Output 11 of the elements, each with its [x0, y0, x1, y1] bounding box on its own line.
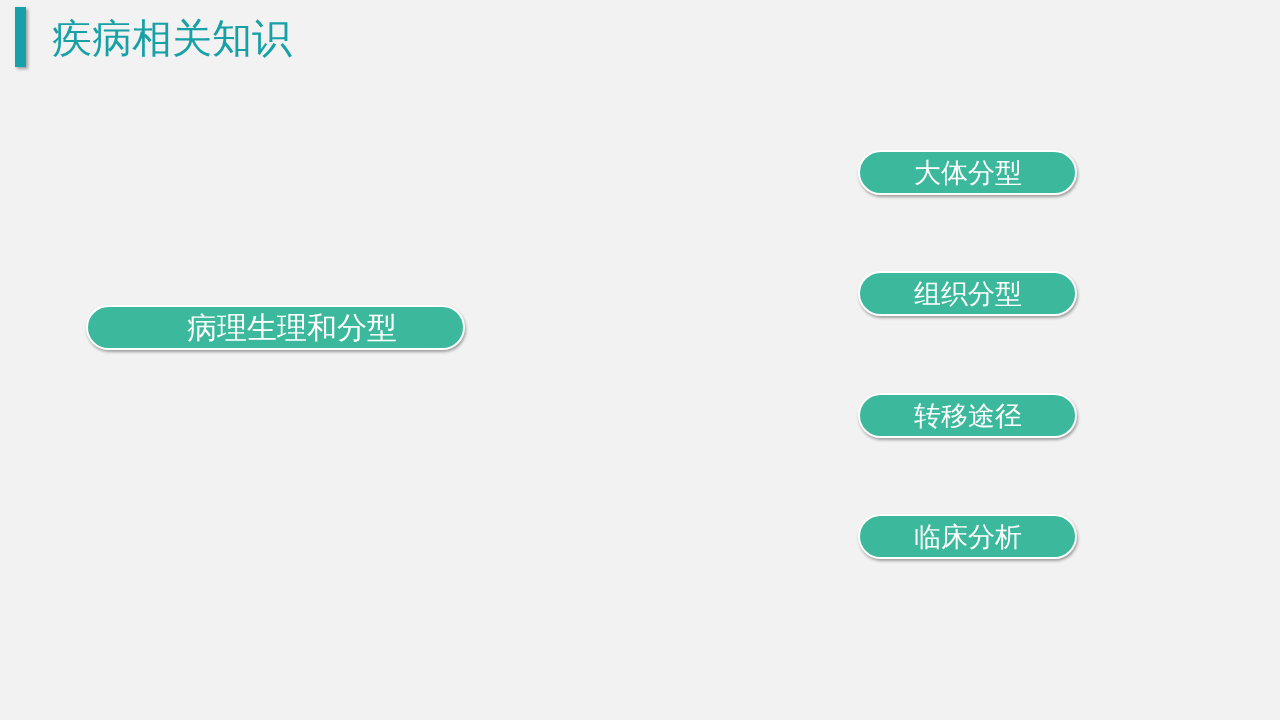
slide-title: 疾病相关知识: [52, 14, 292, 63]
topic-label: 大体分型: [913, 156, 1022, 189]
topic-label: 转移途径: [913, 399, 1022, 432]
topic-pill: [86, 305, 465, 350]
topic-pill: [858, 393, 1077, 438]
topic-pill: [858, 514, 1077, 559]
topic-label: 组织分型: [913, 277, 1022, 310]
topic-pill: [858, 150, 1077, 195]
topic-pill: [858, 271, 1077, 316]
topic-label: 病理生理和分型: [186, 309, 397, 346]
topic-label: 临床分析: [913, 520, 1022, 553]
